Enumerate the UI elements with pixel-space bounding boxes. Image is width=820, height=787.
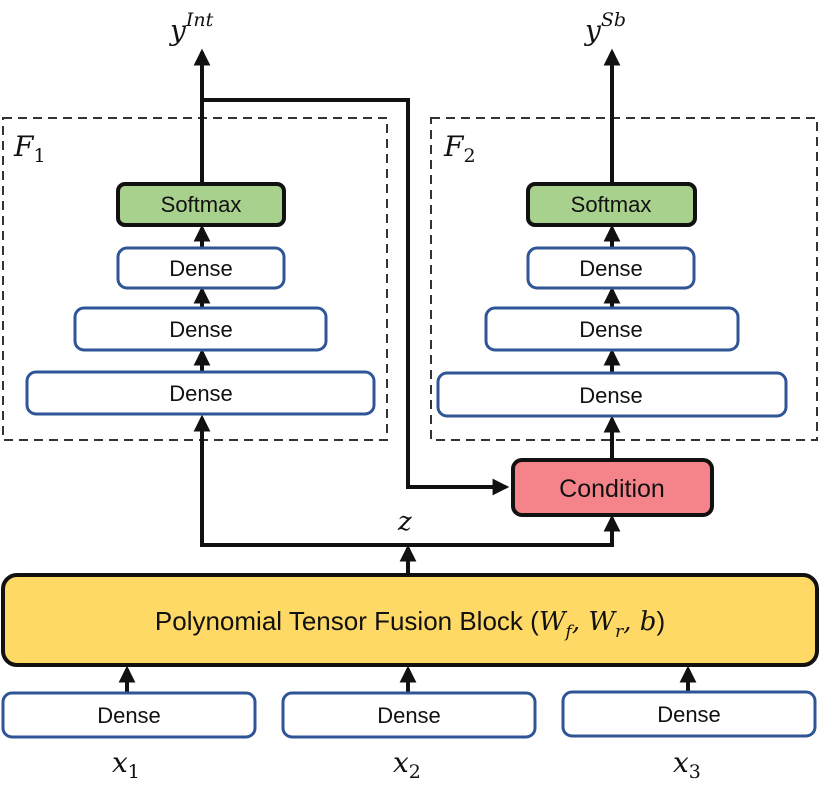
input-x1-label: x1 [112, 746, 140, 783]
input-dense-2-label: Dense [377, 703, 441, 728]
f2-dense-1-label: Dense [579, 256, 643, 281]
input-dense-3: Dense [561, 690, 817, 738]
f1-dense-layer-1: Dense [116, 246, 286, 290]
f2-dense-layer-1: Dense [526, 246, 696, 290]
f1-dense-3-label: Dense [169, 381, 233, 406]
input-dense-1: Dense [1, 691, 257, 739]
condition-label: Condition [559, 475, 665, 503]
input-dense-3-label: Dense [657, 702, 721, 727]
f2-softmax-layer: Softmax [526, 182, 697, 227]
fusion-block: Polynomial Tensor Fusion Block (Wf, Wr, … [1, 573, 819, 667]
f1-label: F1 [13, 130, 46, 167]
f2-dense-layer-2: Dense [484, 306, 740, 352]
input-x3-label: x3 [673, 746, 701, 783]
input-x2-label: x2 [393, 746, 421, 783]
input-dense-2: Dense [281, 691, 537, 739]
f2-softmax-label: Softmax [571, 192, 652, 217]
output-slot-label: ySb [583, 9, 626, 47]
f1-dense-layer-3: Dense [25, 370, 376, 416]
z-label: z [397, 507, 412, 537]
fusion-label: Polynomial Tensor Fusion Block (Wf, Wr, … [155, 606, 665, 642]
intent-to-condition-connector [202, 98, 510, 496]
output-intent-label: yInt [168, 9, 214, 47]
f2-dense-2-label: Dense [579, 317, 643, 342]
f1-dense-layer-2: Dense [73, 306, 328, 352]
f2-label: F2 [443, 130, 476, 167]
f2-dense-3-label: Dense [579, 383, 643, 408]
condition-block: Condition [511, 458, 714, 517]
f1-module-box [2, 117, 388, 441]
f1-softmax-label: Softmax [161, 192, 242, 217]
f2-module-box [430, 117, 818, 441]
f2-dense-layer-3: Dense [436, 371, 788, 418]
f1-softmax-layer: Softmax [116, 182, 286, 227]
input-dense-1-label: Dense [97, 703, 161, 728]
f1-dense-2-label: Dense [169, 317, 233, 342]
f1-dense-1-label: Dense [169, 256, 233, 281]
